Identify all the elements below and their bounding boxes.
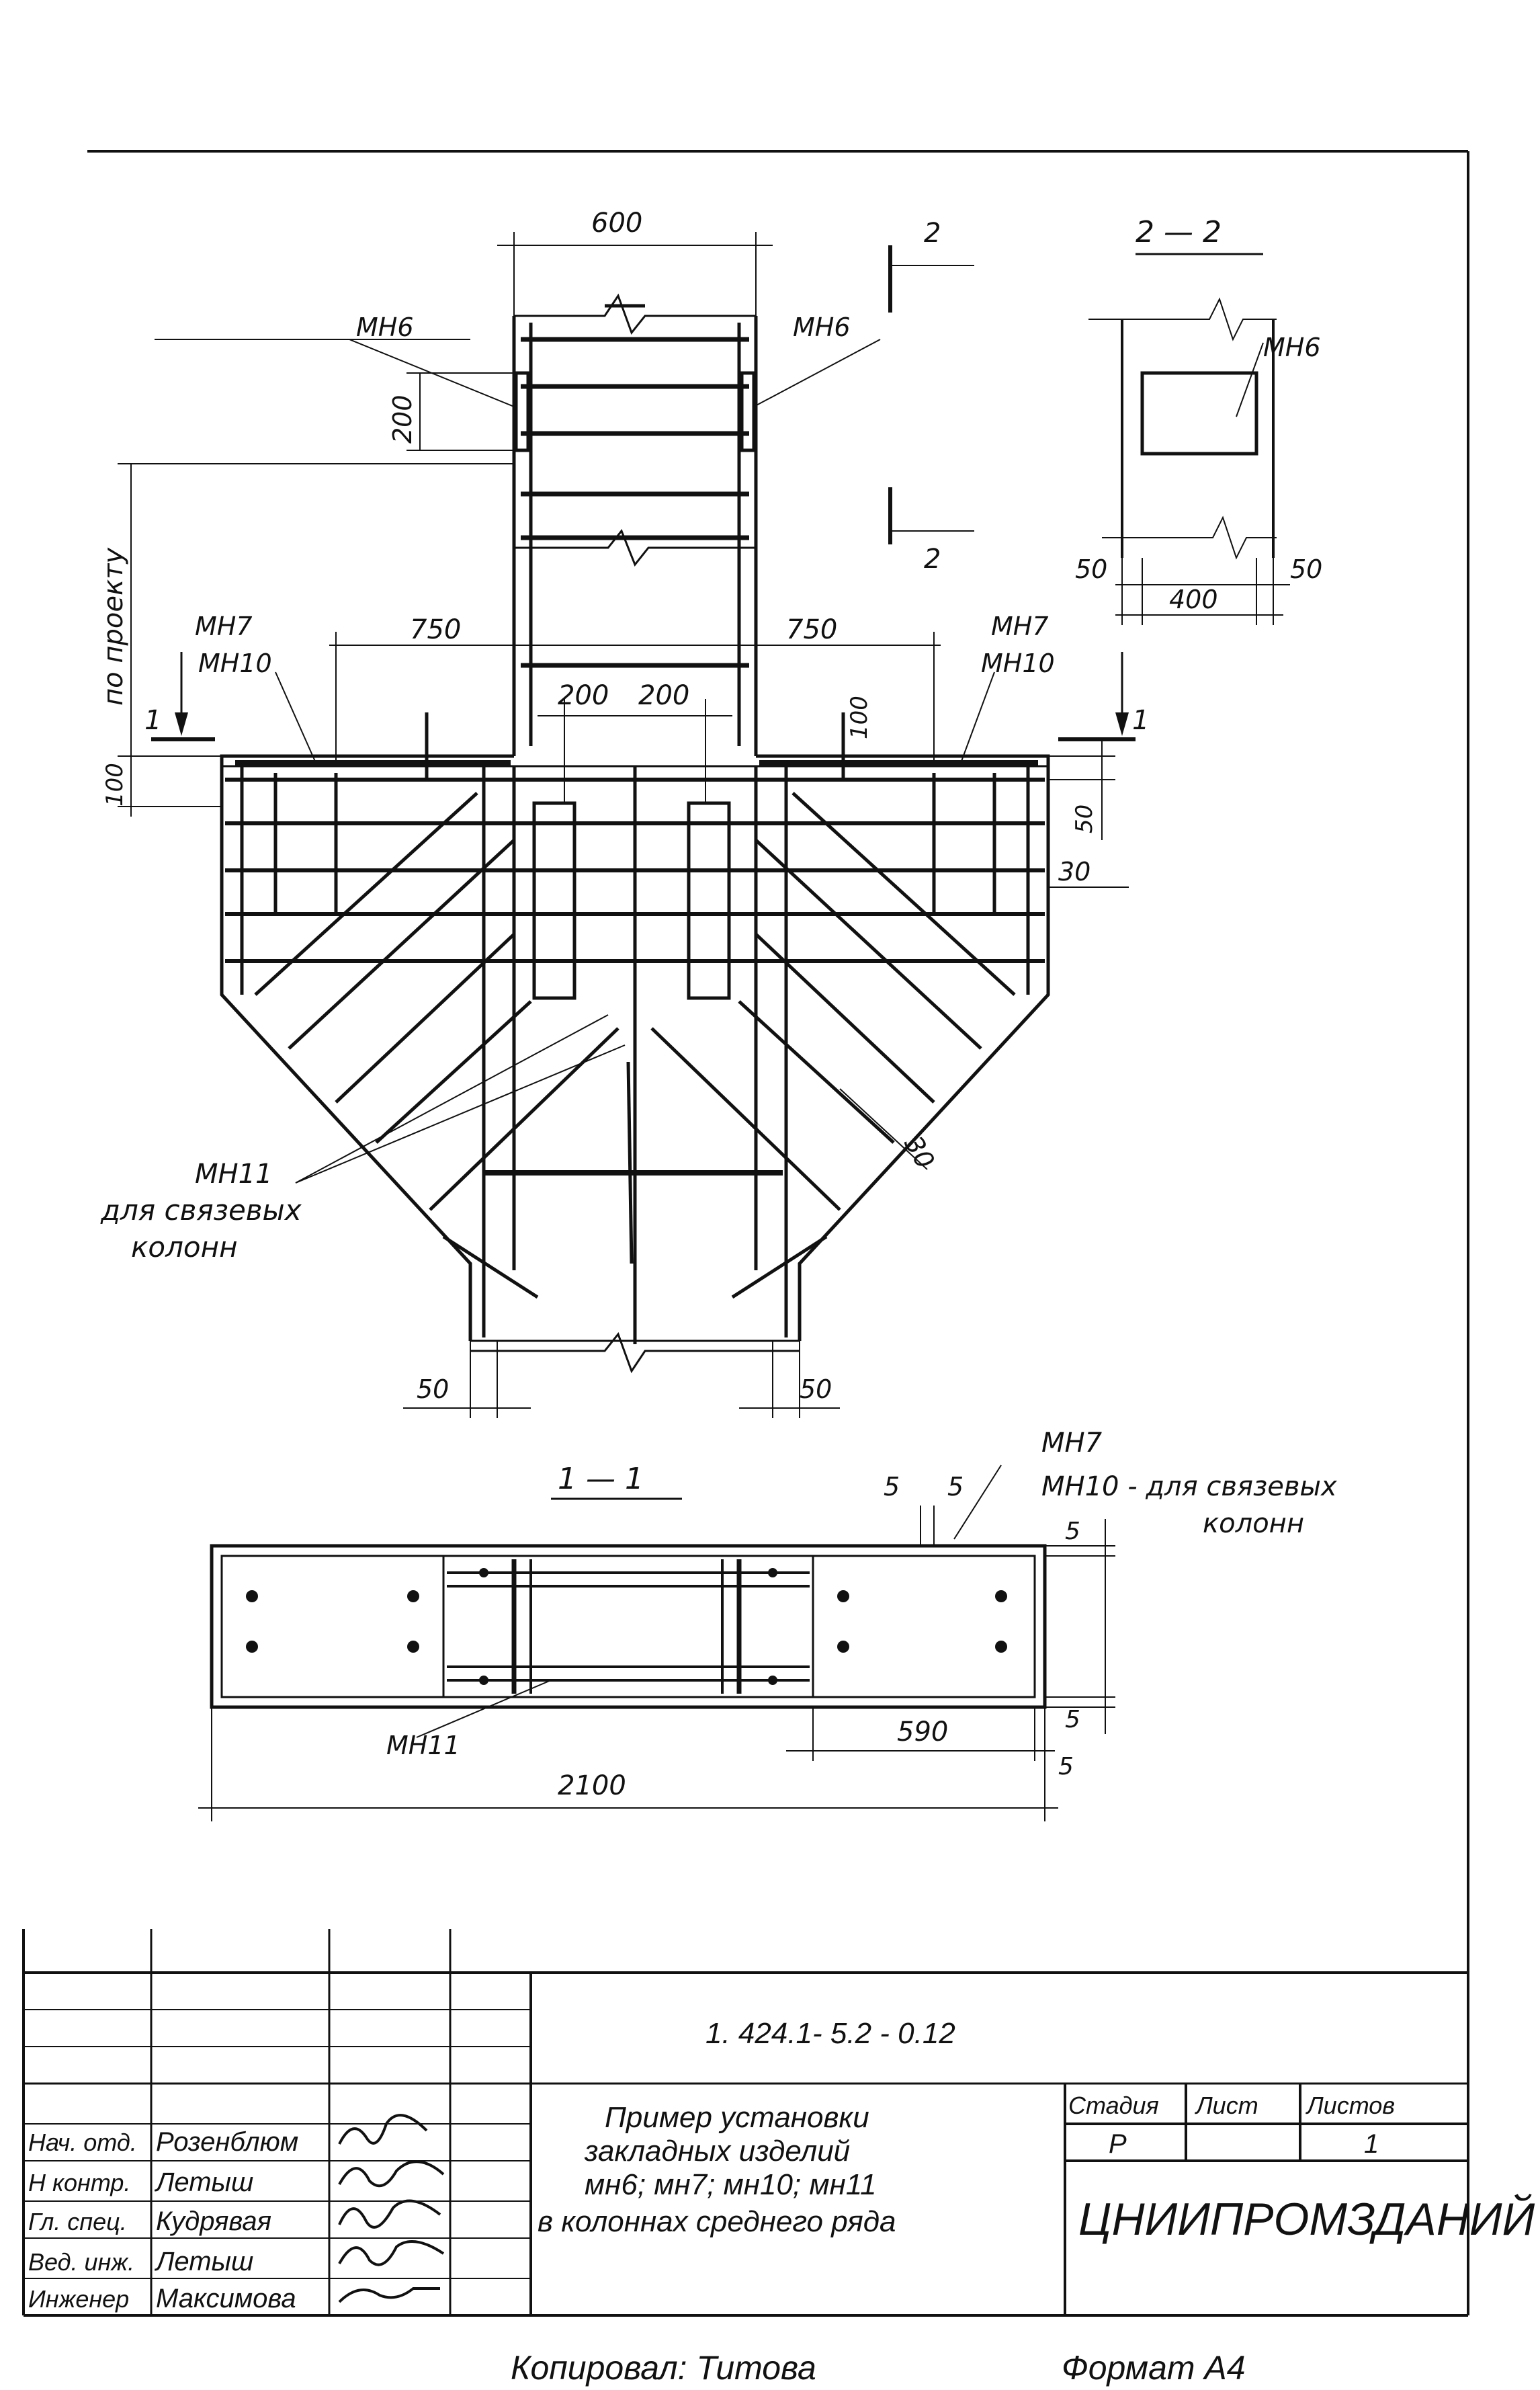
section-1-1-dim-2100: 2100: [558, 1770, 626, 1801]
dim-50-bottom-left: 50: [417, 1374, 449, 1404]
copied-by: Копировал: Титова: [511, 2349, 816, 2387]
console-inclined-bars: [254, 792, 1016, 1299]
dim-50-right: 50: [1071, 805, 1098, 833]
column-shaft: [512, 293, 758, 756]
role-1: Н контр.: [28, 2169, 130, 2196]
title-line-3: мн6; мн7; мн10; мн11: [585, 2168, 876, 2201]
title-block: Нач. отд. Розенблюм Н контр. Летыш Гл. с…: [24, 1929, 1535, 2315]
plan-view: 600 МН6 МН6 200 по проекту 100 МН7 МН10 …: [98, 208, 1149, 1418]
stage-value: Р: [1109, 2129, 1127, 2159]
section-2-2-dim-400: 400: [1169, 585, 1218, 614]
sheet-label: Лист: [1195, 2092, 1258, 2119]
signatures: [338, 2114, 445, 2303]
section-1-1-dim-590: 590: [897, 1717, 948, 1747]
dim-200-left: 200: [388, 395, 417, 444]
plate-mn11: [484, 801, 783, 1176]
name-2: Кудрявая: [156, 2207, 271, 2236]
role-3: Вед. инж.: [28, 2248, 134, 2276]
plan-leaders: [155, 339, 995, 1184]
section-1-1-mn10-note-2: колонн: [1203, 1508, 1304, 1539]
document-code: 1. 424.1- 5.2 - 0.12: [705, 2017, 955, 2050]
sheet-frame: [22, 150, 1469, 2317]
section-2-2-dim-50-right: 50: [1290, 554, 1322, 584]
section-2-2-title: 2 — 2: [1136, 215, 1222, 249]
cut-marks: [151, 245, 1136, 741]
dim-column-width: 600: [591, 208, 642, 239]
organization-name: ЦНИИПРОМЗДАНИЙ: [1078, 2193, 1535, 2245]
dim-30-upper: 30: [1058, 857, 1090, 887]
section-1-1-mn10-note: МН10 - для связевых: [1041, 1471, 1337, 1502]
label-mn11: МН11: [195, 1159, 273, 1190]
label-for-braced-2: колонн: [131, 1231, 238, 1264]
label-mn10-left: МН10: [198, 649, 272, 678]
label-mn6-right: МН6: [793, 313, 851, 342]
label-for-braced-1: для связевых: [100, 1194, 302, 1227]
bolt-holes: [246, 1568, 1007, 1685]
sheets-label: Листов: [1306, 2092, 1395, 2119]
role-4: Инженер: [28, 2285, 129, 2313]
section-1-1-dim-5a: 5: [884, 1472, 900, 1501]
dim-100-right: 100: [846, 696, 873, 739]
title-line-4: в колоннах среднего ряда: [538, 2205, 896, 2238]
section-2-2-mn6: МН6: [1263, 333, 1321, 362]
column-stirrups: [521, 323, 749, 746]
section-2-2: 2 — 2 МН6 50 400 50: [1075, 215, 1322, 625]
plan-dimensions: [118, 232, 1129, 1418]
format-label: Формат А4: [1062, 2349, 1246, 2387]
cut-mark-1-left: 1: [144, 705, 161, 736]
title-line-1: Пример установки: [605, 2101, 869, 2134]
dim-100-left: 100: [101, 763, 128, 807]
dim-750-right: 750: [786, 614, 837, 645]
console-vertical-bars: [240, 712, 1030, 1344]
plate-mn6: [514, 371, 756, 452]
dim-750-left: 750: [410, 614, 461, 645]
sheets-value: 1: [1364, 2129, 1379, 2159]
dim-200-a: 200: [558, 680, 609, 711]
cut-mark-2-bottom: 2: [924, 544, 941, 575]
cut-mark-2-top: 2: [924, 218, 941, 249]
section-1-1-dim-5b: 5: [947, 1472, 964, 1501]
dim-200-b: 200: [638, 680, 689, 711]
dim-by-project: по проекту: [98, 547, 129, 706]
label-mn7-right: МН7: [991, 612, 1049, 641]
label-mn10-right: МН10: [981, 649, 1055, 678]
section-1-1-dim-5-top: 5: [1065, 1518, 1080, 1545]
section-1-1-dim-5-mid: 5: [1065, 1706, 1080, 1733]
section-1-1-mn7: МН7: [1041, 1428, 1103, 1458]
name-0: Розенблюм: [156, 2127, 298, 2157]
dim-30-lower: 30: [898, 1131, 940, 1174]
name-1: Летыш: [154, 2168, 253, 2197]
role-0: Нач. отд.: [28, 2129, 137, 2156]
role-2: Гл. спец.: [28, 2208, 127, 2235]
title-line-2: закладных изделий: [584, 2135, 850, 2168]
section-1-1-dim-5-bottom: 5: [1058, 1753, 1074, 1780]
section-2-2-dim-50-left: 50: [1075, 554, 1107, 584]
name-4: Максимова: [156, 2284, 296, 2313]
label-mn7-left: МН7: [195, 612, 253, 641]
label-mn6-left: МН6: [356, 313, 414, 342]
name-3: Летыш: [154, 2247, 253, 2276]
section-1-1: 1 — 1: [198, 1428, 1337, 1821]
cut-mark-1-right: 1: [1132, 705, 1149, 736]
dim-50-bottom-right: 50: [800, 1374, 832, 1404]
stage-label: Стадия: [1068, 2092, 1159, 2119]
section-1-1-mn11: МН11: [386, 1731, 460, 1760]
section-1-1-title: 1 — 1: [558, 1462, 644, 1496]
